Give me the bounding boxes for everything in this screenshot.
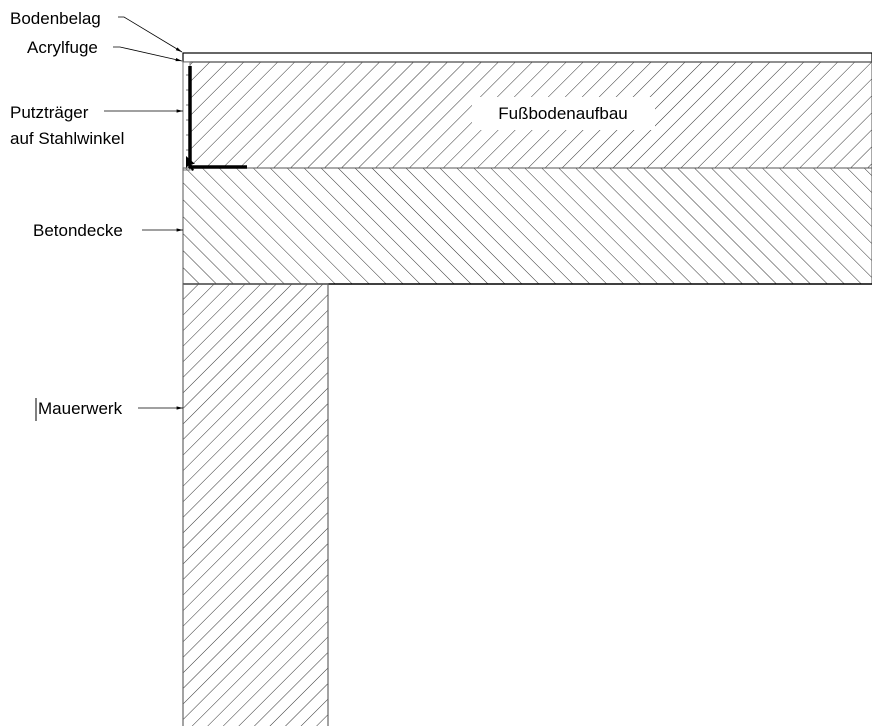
betondecke-label: Betondecke	[33, 221, 123, 240]
betondecke-layer	[182, 167, 872, 285]
acrylfuge-label: Acrylfuge	[27, 38, 98, 57]
mauerwerk-label: Mauerwerk	[38, 399, 123, 418]
bodenbelag-leader	[118, 16, 183, 53]
mauerwerk-wall	[182, 283, 329, 726]
putztraeger-label: Putzträger	[10, 103, 89, 122]
stahlwinkel-angle	[188, 66, 247, 169]
fussbodenaufbau-label-box	[472, 97, 655, 130]
acrylfuge-leader	[113, 46, 183, 62]
fussbodenaufbau-label: Fußbodenaufbau	[498, 104, 628, 123]
stahlwinkel-label: auf Stahlwinkel	[10, 129, 124, 148]
bodenbelag-label: Bodenbelag	[10, 9, 101, 28]
bodenbelag-layer	[182, 52, 872, 63]
mouse-cursor-icon	[186, 156, 195, 171]
